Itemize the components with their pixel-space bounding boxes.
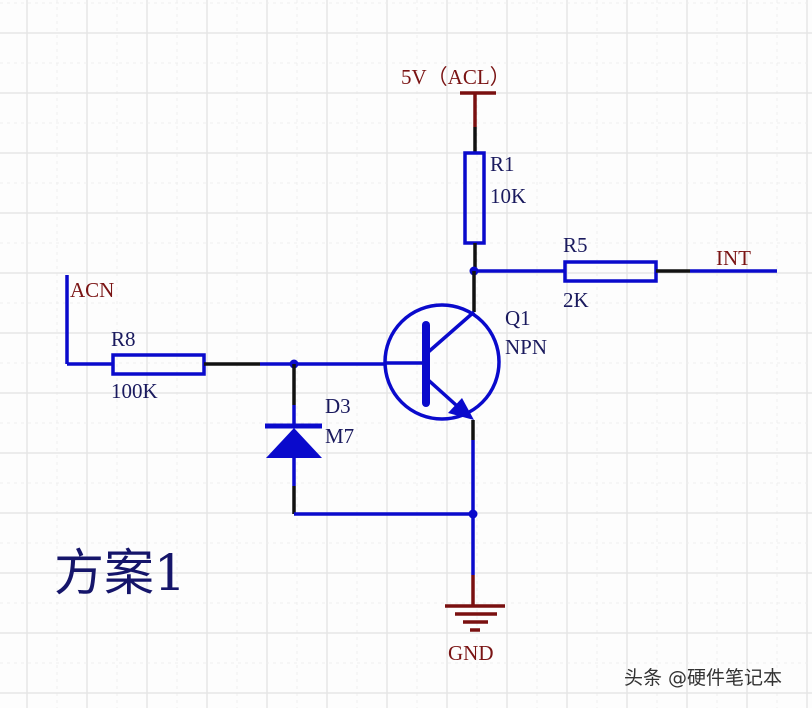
q1-collector-leg	[424, 310, 476, 356]
resistor-r1	[463, 151, 486, 245]
transistor-q1	[383, 303, 501, 421]
resistor-r8	[111, 353, 206, 376]
watermark: 头条 @硬件笔记本	[624, 667, 782, 689]
q1-emitter-arrow	[448, 398, 474, 420]
r5-value: 2K	[563, 288, 589, 312]
ground-label: GND	[448, 641, 494, 665]
r8-value: 100K	[111, 379, 158, 403]
r1-value: 10K	[490, 184, 526, 208]
d3-designator: D3	[325, 394, 351, 418]
d3-value: M7	[325, 424, 354, 448]
ground-symbol	[445, 575, 505, 632]
net-label-acn: ACN	[70, 278, 114, 302]
resistor-r5	[563, 260, 658, 283]
r1-designator: R1	[490, 152, 515, 176]
r5-designator: R5	[563, 233, 588, 257]
diagram-title: 方案1	[54, 544, 186, 602]
r8-designator: R8	[111, 327, 136, 351]
q1-value: NPN	[505, 335, 547, 359]
power-symbol: 5V（ACL）	[401, 65, 511, 127]
q1-designator: Q1	[505, 306, 531, 330]
net-label-int: INT	[716, 246, 751, 270]
power-label: 5V（ACL）	[401, 65, 511, 89]
d3-anode-triangle	[266, 428, 322, 458]
